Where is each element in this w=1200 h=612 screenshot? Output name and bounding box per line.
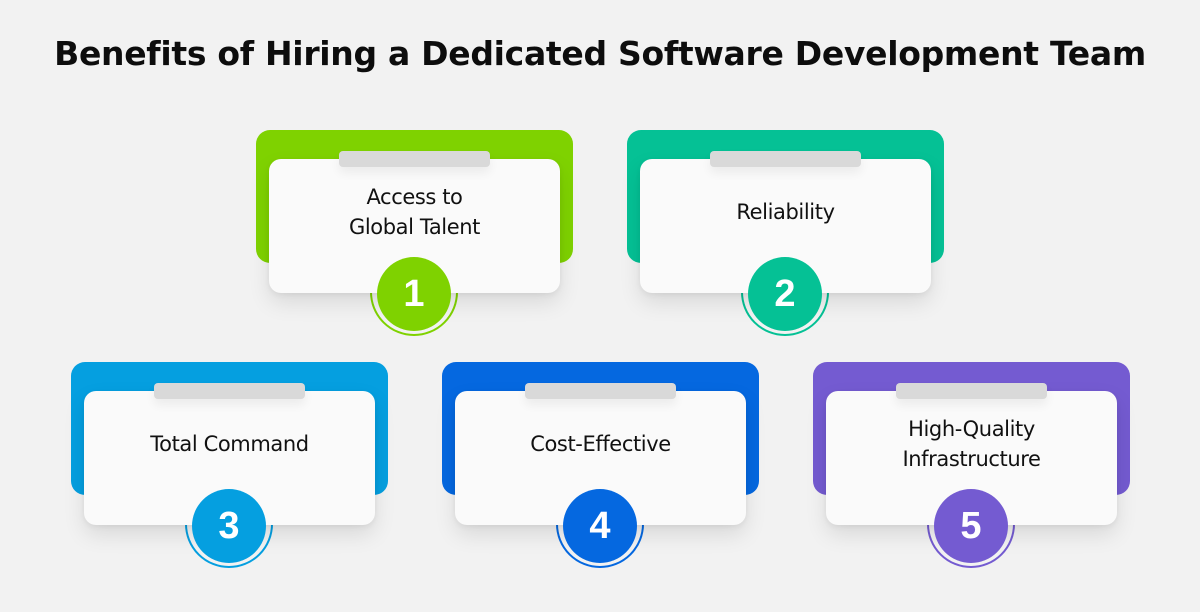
benefit-card-5: High-Quality Infrastructure 5 (813, 362, 1130, 568)
benefit-label: Access to Global Talent (349, 185, 480, 239)
benefit-label: Cost-Effective (530, 432, 671, 456)
number-badge: 3 (192, 489, 266, 563)
page-title: Benefits of Hiring a Dedicated Software … (54, 34, 1146, 73)
number-badge: 4 (563, 489, 637, 563)
benefit-label: High-Quality Infrastructure (902, 417, 1041, 471)
number-badge: 2 (748, 257, 822, 331)
card-tab-decoration (896, 383, 1047, 399)
card-tab-decoration (339, 151, 490, 167)
number-badge: 1 (377, 257, 451, 331)
benefit-label: Reliability (736, 200, 835, 224)
benefit-card-4: Cost-Effective 4 (442, 362, 759, 568)
number-badge: 5 (934, 489, 1008, 563)
benefit-label: Total Command (150, 432, 309, 456)
card-tab-decoration (710, 151, 861, 167)
benefit-card-1: Access to Global Talent 1 (256, 130, 573, 336)
benefit-card-2: Reliability 2 (627, 130, 944, 336)
benefit-card-3: Total Command 3 (71, 362, 388, 568)
card-tab-decoration (154, 383, 305, 399)
card-tab-decoration (525, 383, 676, 399)
